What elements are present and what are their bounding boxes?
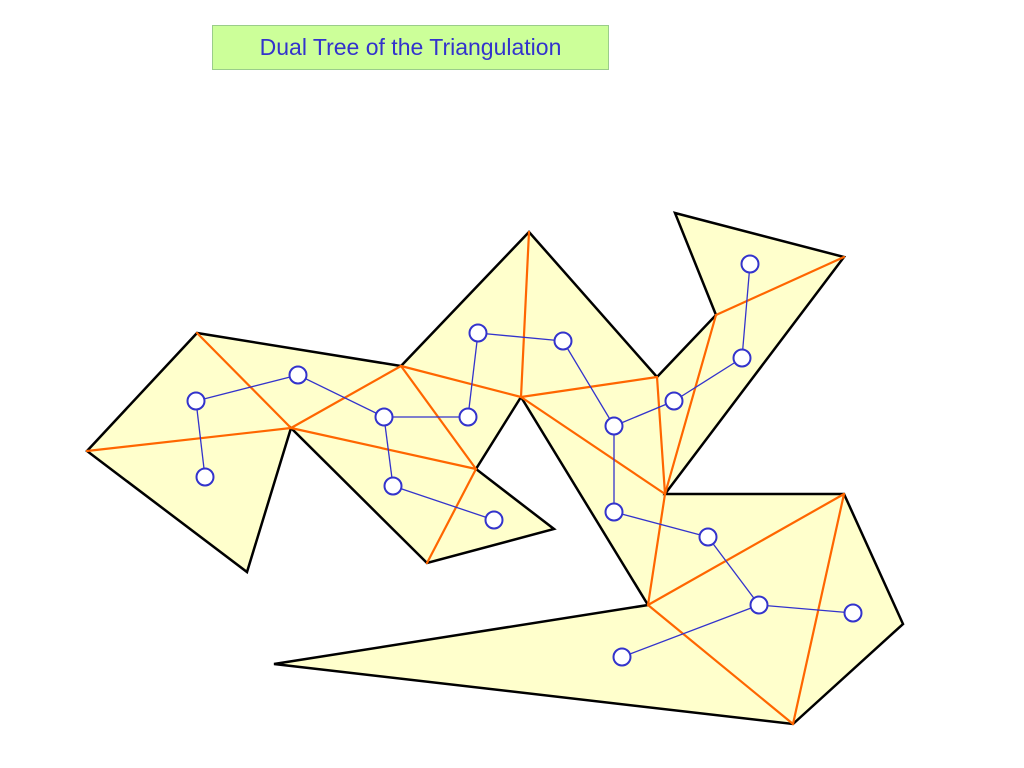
dual-edge [613, 511, 709, 538]
dual-edge [707, 536, 760, 606]
dual-edge [467, 332, 479, 418]
dual-node [553, 331, 573, 351]
diagonal [646, 492, 846, 607]
diagonal [714, 255, 846, 317]
title-box: Dual Tree of the Triangulation [212, 25, 609, 70]
dual-edge [613, 400, 675, 427]
dual-node [698, 527, 718, 547]
dual-node [612, 647, 632, 667]
dual-edge [562, 340, 615, 427]
diagonal [519, 375, 659, 399]
diagonal [399, 364, 523, 399]
dual-node [749, 595, 769, 615]
dual-tree-edges [195, 263, 854, 658]
dual-node [186, 391, 206, 411]
dual-node [732, 348, 752, 368]
dual-edge [195, 374, 299, 402]
diagonal [519, 230, 531, 399]
dual-edge [621, 604, 760, 658]
dual-edge [383, 416, 394, 487]
dual-node [664, 391, 684, 411]
diagonal [195, 331, 293, 430]
diagonal [663, 313, 718, 496]
dual-node [374, 407, 394, 427]
diagonal [655, 375, 667, 496]
diagonal [85, 426, 293, 453]
dual-node [195, 467, 215, 487]
dual-edge [758, 604, 854, 614]
dual-node [383, 476, 403, 496]
dual-edge [195, 400, 206, 478]
dual-tree-nodes [186, 254, 863, 667]
dual-node [604, 502, 624, 522]
diagonal [289, 364, 403, 430]
dual-node [843, 603, 863, 623]
diagonal [791, 492, 846, 726]
simple-polygon [85, 211, 905, 726]
diagonal [289, 426, 478, 471]
diagonal [646, 603, 795, 726]
dual-edge [477, 332, 564, 342]
dual-node [288, 365, 308, 385]
dual-node [468, 323, 488, 343]
triangulation-diagonals [85, 230, 846, 726]
dual-node [604, 416, 624, 436]
dual-node [458, 407, 478, 427]
dual-edge [741, 263, 751, 359]
dual-edge [297, 374, 385, 418]
dual-node [740, 254, 760, 274]
diagonal [425, 467, 478, 565]
dual-edge [392, 485, 495, 521]
diagonal [646, 492, 667, 607]
diagonal [519, 395, 667, 496]
dual-node [484, 510, 504, 530]
diagram-title: Dual Tree of the Triangulation [259, 34, 562, 60]
dual-edge [673, 357, 743, 402]
